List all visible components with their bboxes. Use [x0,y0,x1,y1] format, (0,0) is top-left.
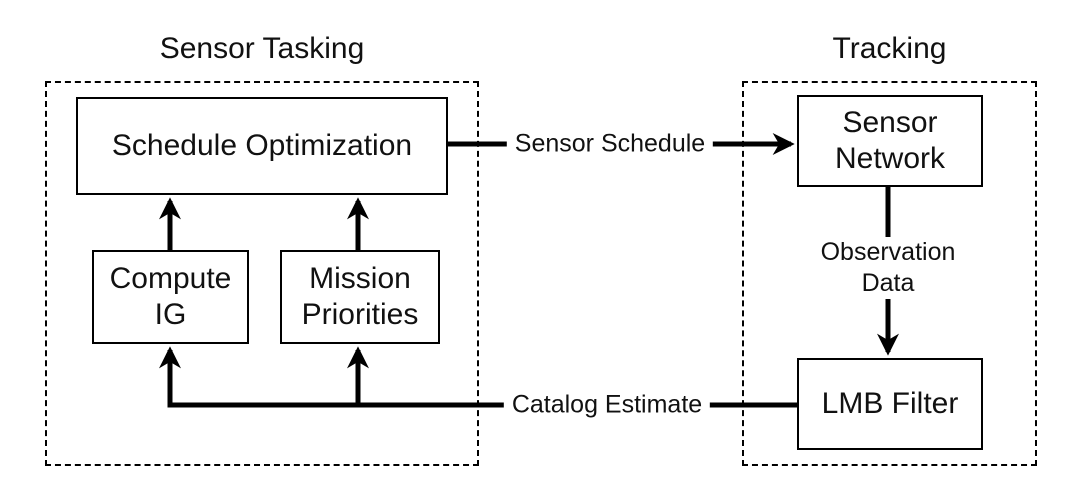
edge-label-observation-data-line2: Data [861,269,915,297]
node-schedule-optimization-label: Schedule Optimization [111,129,413,162]
node-sensor-network-label-line1: Sensor [842,106,938,139]
node-sensor-network-label: Sensor Network [835,105,945,177]
group-box-tracking [742,81,1037,466]
group-title-sensor-tasking: Sensor Tasking [159,32,365,65]
node-mission-priorities-label: Mission Priorities [302,261,419,333]
edge-label-observation-data: Observation Data [812,237,964,299]
node-schedule-optimization: Schedule Optimization [76,97,448,195]
node-compute-ig-label: Compute IG [110,261,232,333]
node-mission-priorities-label-line2: Priorities [301,298,419,331]
node-sensor-network: Sensor Network [797,95,983,187]
edge-label-sensor-schedule: Sensor Schedule [506,128,714,160]
node-mission-priorities: Mission Priorities [280,250,440,344]
group-title-tracking: Tracking [832,32,947,65]
edge-label-observation-data-line1: Observation [820,238,956,266]
edge-label-catalog-estimate: Catalog Estimate [503,389,711,421]
node-lmb-filter-label: LMB Filter [821,387,959,420]
group-box-sensor-tasking [45,81,479,466]
node-sensor-network-label-line2: Network [834,142,946,175]
node-compute-ig-label-line1: Compute [109,262,232,295]
node-mission-priorities-label-line1: Mission [309,262,411,295]
node-compute-ig: Compute IG [92,250,249,344]
node-lmb-filter: LMB Filter [797,358,983,450]
node-compute-ig-label-line2: IG [154,298,187,331]
